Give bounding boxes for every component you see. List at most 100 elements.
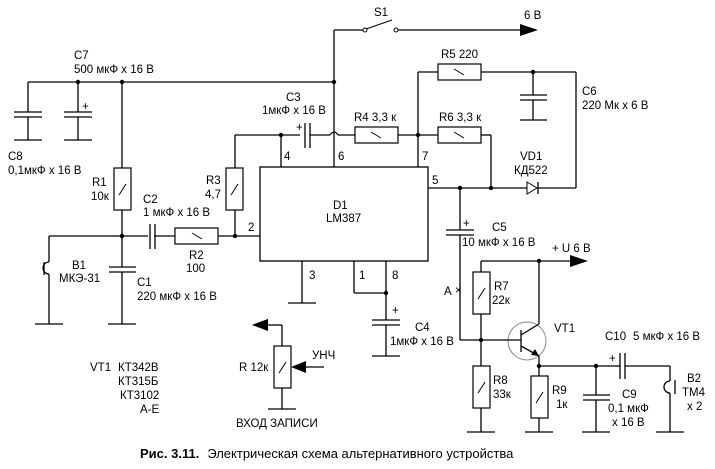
ic-ref: D1 <box>333 200 348 212</box>
r3-value: 4,7 <box>205 189 221 201</box>
c7-ref: C7 <box>74 50 89 62</box>
c3-value: 1мкФ x 16 В <box>262 105 326 117</box>
capacitor-c5 <box>446 188 481 341</box>
c3-ref: C3 <box>286 92 301 104</box>
r2-ref: R2 <box>189 250 204 262</box>
c10-ref: C10 <box>605 331 626 343</box>
c7-value: 500 мкФ x 16 В <box>74 64 154 76</box>
capacitor-c6 <box>520 72 547 121</box>
c9-value-1: 0,1 мкФ <box>608 403 649 415</box>
c5-ref: C5 <box>492 222 507 234</box>
c1-value: 220 мкФ x 16 В <box>137 291 217 303</box>
vt1-ref: VT1 <box>554 323 575 335</box>
r7-value: 22к <box>492 295 511 307</box>
ic-pin-4: 4 <box>284 151 291 163</box>
vd1-ref: VD1 <box>520 151 542 163</box>
c6-value: 220 Мк x 6 В <box>582 100 649 112</box>
r7-ref: R7 <box>494 281 509 293</box>
c9-ref: C9 <box>622 389 637 401</box>
r1-ref: R1 <box>92 177 107 189</box>
r4-label: R4 3,3 к <box>354 112 397 124</box>
r5-label: R5 220 <box>441 49 478 61</box>
resistor-r2 <box>174 227 219 245</box>
resistor-r5 <box>437 63 576 81</box>
resistor-r6 <box>437 126 492 188</box>
r9-value: 1к <box>556 399 568 411</box>
c2-ref: C2 <box>143 194 158 206</box>
ic-pin-7: 7 <box>422 151 428 163</box>
capacitor-c1 <box>108 236 136 325</box>
transistor-supply <box>481 255 588 324</box>
r1-value: 10к <box>91 191 110 203</box>
pin1-pin8-net <box>353 261 389 320</box>
pin3-ground <box>288 261 316 304</box>
r6-label: R6 3,3 к <box>439 112 482 124</box>
emitter-net <box>536 363 615 369</box>
pin7-net <box>417 71 438 167</box>
b2-qty: x 2 <box>687 401 702 413</box>
b2-ref: B2 <box>687 373 701 385</box>
point-a-mark: × <box>455 285 462 297</box>
s1-ref: S1 <box>374 7 388 19</box>
vt1-options-title: VT1 <box>90 362 111 374</box>
resistor-r4 <box>354 126 421 144</box>
c4-plus: + <box>392 305 399 317</box>
vt1-option-3: КТ3102 <box>120 390 159 402</box>
unch-label: УНЧ <box>312 350 335 362</box>
ic-pin-2: 2 <box>248 222 254 234</box>
switch-s1 <box>333 19 538 82</box>
b1-part: МКЭ-31 <box>59 273 100 285</box>
ic-pin-3: 3 <box>309 270 315 282</box>
figure-caption: Рис. 3.11. Электрическая схема альтернат… <box>140 445 514 462</box>
r2-value: 100 <box>186 263 205 275</box>
caption-text: Электрическая схема альтернативного устр… <box>207 446 514 461</box>
capacitor-c9 <box>582 366 610 433</box>
vd1-part: КД522 <box>514 165 548 177</box>
r8-ref: R8 <box>493 375 508 387</box>
capacitor-c4 <box>372 319 400 357</box>
c9-value-2: x 16 В <box>612 417 645 429</box>
c10-plus: + <box>609 353 616 365</box>
potentiometer-r <box>252 319 324 410</box>
c4-ref: C4 <box>415 322 430 334</box>
ic-d1 <box>259 166 429 262</box>
resistor-r7 <box>472 261 491 369</box>
pot-label: R 12к <box>239 362 269 374</box>
c8-ref: C8 <box>8 151 23 163</box>
vt1-option-1: КТ342В <box>118 362 159 374</box>
capacitor-c3 <box>304 123 355 148</box>
input-line <box>49 233 260 239</box>
c7-plus: + <box>82 101 89 113</box>
c1-ref: C1 <box>137 277 152 289</box>
headphone-b2 <box>656 380 684 433</box>
ic-pin-8: 8 <box>392 270 398 282</box>
resistor-r9 <box>525 366 553 433</box>
ic-pin-6: 6 <box>338 151 344 163</box>
r3-ref: R3 <box>206 175 221 187</box>
c5-value: 10 мкФ x 16 В <box>462 237 536 249</box>
pin5-net <box>428 185 527 191</box>
resistor-r8 <box>467 365 495 433</box>
b1-ref: B1 <box>72 260 86 272</box>
supply-6v-label: 6 В <box>524 10 542 22</box>
r9-ref: R9 <box>552 385 567 397</box>
vt1-option-2: КТ315Б <box>118 376 158 388</box>
capacitor-c2 <box>149 224 156 249</box>
vt1-option-4: А-Е <box>140 404 160 416</box>
capacitor-c8 <box>14 111 42 141</box>
transistor-supply-label: + U 6 В <box>552 243 591 255</box>
c6-ref: C6 <box>582 86 597 98</box>
c2-value: 1 мкФ x 16 В <box>143 207 210 219</box>
caption-prefix: Рис. 3.11. <box>140 446 199 461</box>
transistor-vt1 <box>481 321 547 366</box>
resistor-r1 <box>113 82 132 236</box>
ic-part: LM387 <box>326 213 361 225</box>
diode-vd1 <box>526 181 576 195</box>
resistor-r3 <box>225 132 300 236</box>
b2-part: ТМ4 <box>682 387 706 399</box>
c10-value: 5 мкФ x 16 В <box>633 331 700 343</box>
rec-input-label: ВХОД ЗАПИСИ <box>236 418 318 430</box>
ic-pin-5: 5 <box>432 175 438 187</box>
c3-plus: + <box>296 122 303 134</box>
